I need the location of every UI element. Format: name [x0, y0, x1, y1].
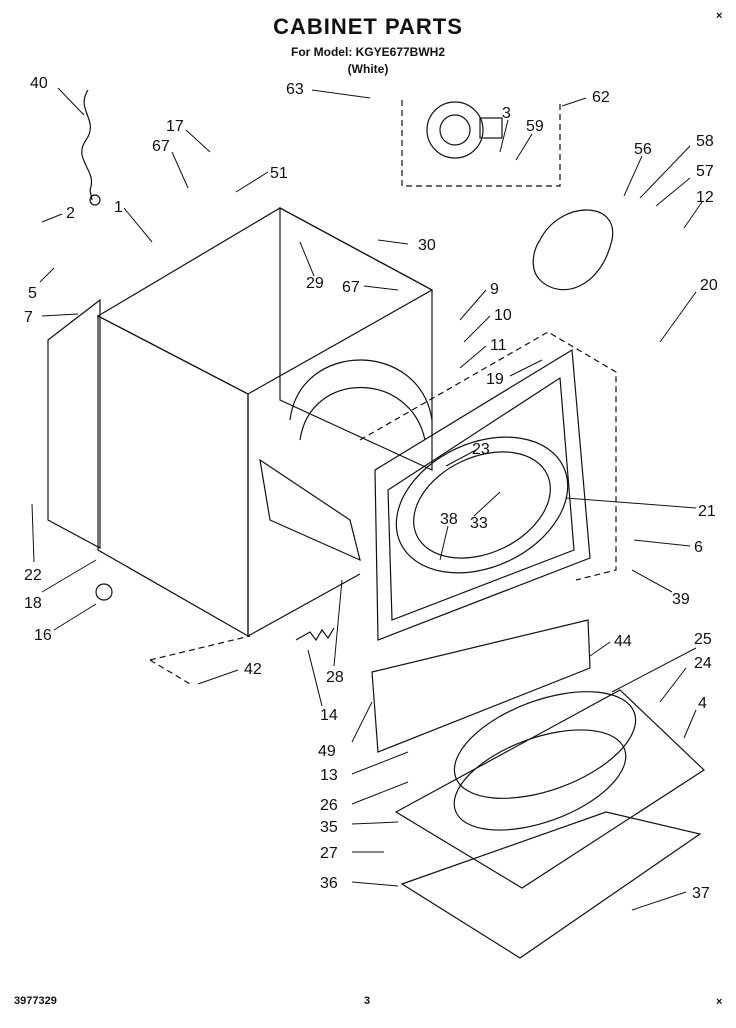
callout-40: 40: [30, 75, 48, 92]
callout-51: 51: [270, 165, 288, 182]
callout-5: 5: [28, 285, 37, 302]
callout-63: 63: [286, 81, 304, 98]
cabinet-drawing: [47, 89, 705, 959]
callout-16: 16: [34, 627, 52, 644]
corner-mark: ×: [716, 996, 723, 1008]
door-outer: [394, 689, 705, 889]
cabinet-back-panel: [279, 206, 433, 471]
callout-59: 59: [526, 118, 544, 135]
page-title: CABINET PARTS: [273, 14, 463, 39]
callout-24: 24: [694, 655, 712, 672]
toe-panel: [371, 619, 591, 753]
callout-21: 21: [698, 503, 716, 520]
front-panel: [374, 348, 591, 641]
power-cord: [81, 89, 93, 201]
callout-49: 49: [318, 743, 336, 760]
callout-10: 10: [494, 307, 512, 324]
callout-3: 3: [502, 105, 511, 122]
callout-30: 30: [418, 237, 436, 254]
leader-lines: [31, 87, 703, 911]
callout-7: 7: [24, 309, 33, 326]
callout-57: 57: [696, 163, 714, 180]
callout-6: 6: [694, 539, 703, 556]
callout-62: 62: [592, 89, 610, 106]
rear-panel: [47, 298, 101, 550]
callout-1: 1: [114, 199, 123, 216]
callout-38: 38: [440, 511, 458, 528]
page-number: 3: [364, 995, 371, 1007]
callout-67: 67: [152, 138, 170, 155]
callout-18: 18: [24, 595, 42, 612]
callout-9: 9: [490, 281, 499, 298]
callout-17: 17: [166, 118, 184, 135]
callout-19: 19: [486, 371, 504, 388]
callout-33: 33: [470, 515, 488, 532]
callout-37: 37: [692, 885, 710, 902]
callout-29: 29: [306, 275, 324, 292]
callout-4: 4: [698, 695, 707, 712]
cabinet-side-panel: [97, 315, 249, 638]
callout-22: 22: [24, 567, 42, 584]
callout-39: 39: [672, 591, 690, 608]
callout-36: 36: [320, 875, 338, 892]
callout-35: 35: [320, 819, 338, 836]
callout-56: 56: [634, 141, 652, 158]
callout-12: 12: [696, 189, 714, 206]
callout-14: 14: [320, 707, 338, 724]
callout-44: 44: [614, 633, 632, 650]
callout-25: 25: [694, 631, 712, 648]
part-code: 3977329: [14, 995, 57, 1007]
door-opening: [395, 436, 569, 574]
callout-13: 13: [320, 767, 338, 784]
callout-67b: 67: [342, 279, 360, 296]
cabinet-top-edge: [96, 207, 434, 395]
callout-23: 23: [472, 441, 490, 458]
door-inner: [400, 811, 702, 959]
color-line: (White): [347, 62, 389, 76]
callout-58: 58: [696, 133, 714, 150]
callout-2: 2: [66, 205, 75, 222]
callout-26: 26: [320, 797, 338, 814]
base-tray: [259, 458, 361, 562]
callout-28: 28: [326, 669, 344, 686]
callout-labels: 40 63 62 3 59 17 67 51 2 1 56 58 57 12 3…: [24, 75, 718, 902]
drive-belt: [532, 209, 614, 291]
callout-42: 42: [244, 661, 262, 678]
callout-27: 27: [320, 845, 338, 862]
callout-11: 11: [490, 337, 507, 354]
corner-mark: ×: [716, 10, 723, 22]
model-line: For Model: KGYE677BWH2: [290, 45, 446, 59]
callout-20: 20: [700, 277, 718, 294]
